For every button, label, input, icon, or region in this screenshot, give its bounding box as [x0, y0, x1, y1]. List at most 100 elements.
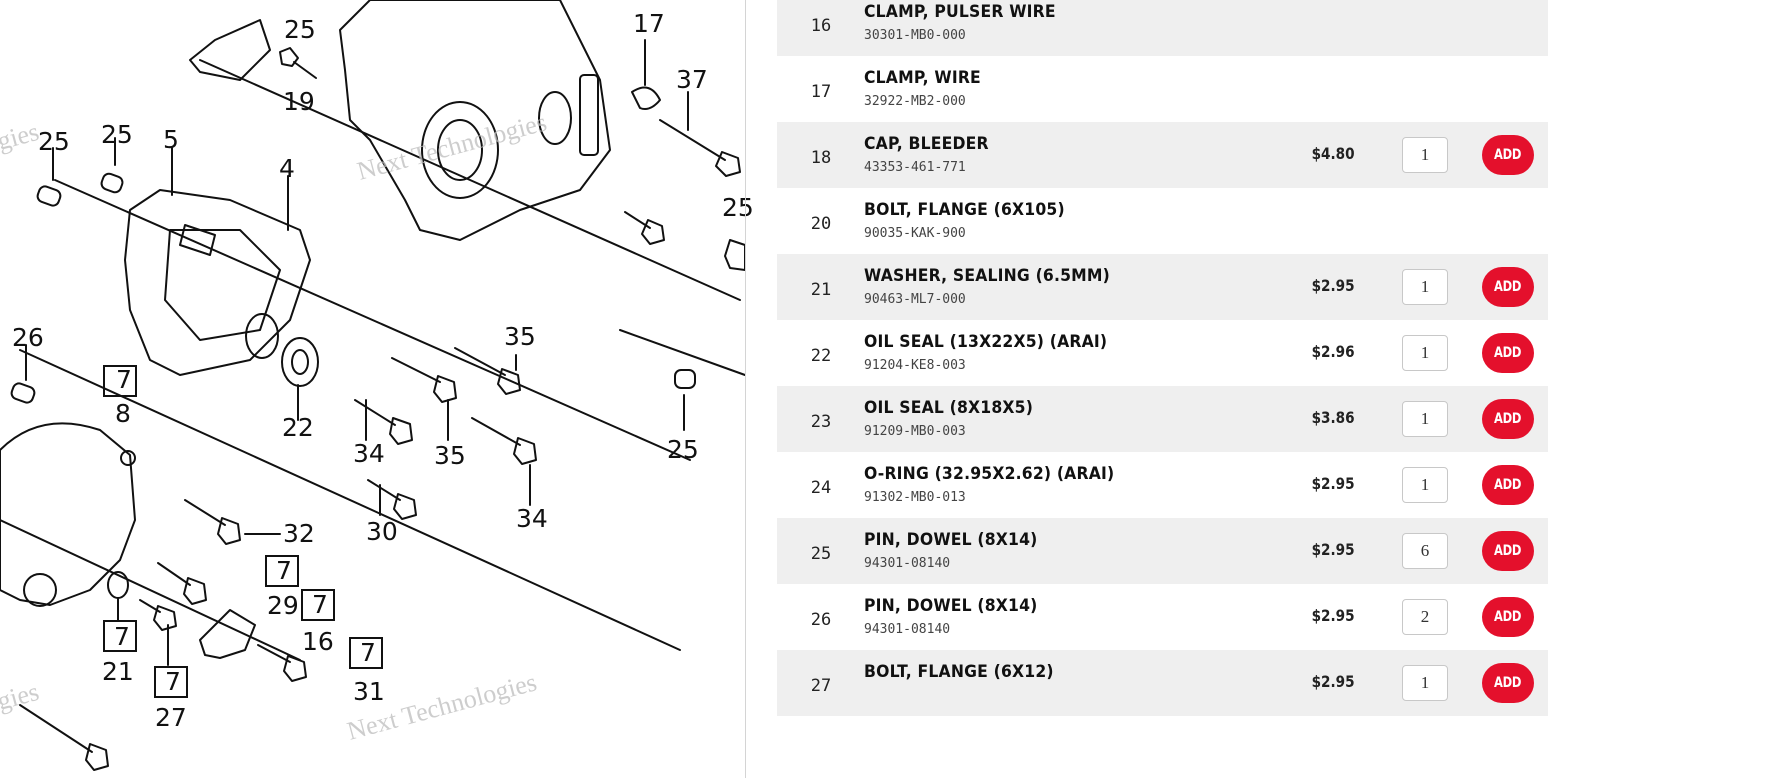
svg-text:19: 19	[283, 87, 315, 116]
ref-number: 17	[810, 82, 832, 102]
part-name[interactable]: CAP, BLEEDER	[864, 134, 989, 154]
add-to-cart-button[interactable]: ADD	[1482, 399, 1534, 439]
quantity-input[interactable]: 1	[1402, 269, 1448, 305]
part-number: 91204-KE8-003	[864, 358, 966, 373]
diagram-drawing: 25 19 17 37 25 25 5 4 25 26 7 8 22 35 35…	[0, 0, 754, 771]
part-name[interactable]: CLAMP, WIRE	[864, 68, 981, 88]
part-name[interactable]: OIL SEAL (8X18X5)	[864, 398, 1034, 418]
part-number: 30301-MB0-000	[864, 28, 966, 43]
part-number: 90463-ML7-000	[864, 292, 966, 307]
ref-number: 18	[810, 148, 832, 168]
add-button-label: ADD	[1494, 279, 1522, 295]
table-row: 21 WASHER, SEALING (6.5MM) 90463-ML7-000…	[777, 254, 1548, 320]
table-row: 22 OIL SEAL (13X22X5) (ARAI) 91204-KE8-0…	[777, 320, 1548, 386]
svg-text:25: 25	[101, 120, 133, 149]
quantity-input[interactable]: 1	[1402, 401, 1448, 437]
part-number: 94301-08140	[864, 622, 951, 637]
svg-text:25: 25	[667, 435, 699, 464]
table-row: 24 O-RING (32.95X2.62) (ARAI) 91302-MB0-…	[777, 452, 1548, 518]
svg-text:37: 37	[676, 65, 708, 94]
part-name[interactable]: O-RING (32.95X2.62) (ARAI)	[864, 464, 1115, 484]
svg-text:22: 22	[282, 413, 314, 442]
add-to-cart-button[interactable]: ADD	[1482, 465, 1534, 505]
part-name[interactable]: OIL SEAL (13X22X5) (ARAI)	[864, 332, 1108, 352]
ref-number: 20	[810, 214, 832, 234]
table-row: 16 CLAMP, PULSER WIRE 30301-MB0-000	[777, 0, 1548, 56]
ref-number: 23	[810, 412, 832, 432]
svg-text:Next Technologies: Next Technologies	[354, 107, 550, 185]
ref-number: 16	[810, 16, 832, 36]
add-to-cart-button[interactable]: ADD	[1482, 135, 1534, 175]
part-price: $2.95	[1311, 540, 1355, 559]
svg-text:31: 31	[353, 677, 385, 706]
part-name[interactable]: BOLT, FLANGE (6X12)	[864, 662, 1054, 682]
add-button-label: ADD	[1494, 411, 1522, 427]
ref-number: 21	[810, 280, 832, 300]
svg-text:32: 32	[283, 519, 315, 548]
panel-divider	[745, 0, 746, 778]
add-button-label: ADD	[1494, 609, 1522, 625]
add-to-cart-button[interactable]: ADD	[1482, 333, 1534, 373]
exploded-parts-diagram: 25 19 17 37 25 25 5 4 25 26 7 8 22 35 35…	[0, 0, 754, 778]
svg-text:7: 7	[114, 622, 130, 651]
svg-text:29: 29	[267, 591, 299, 620]
table-row: 27 BOLT, FLANGE (6X12) $2.95 1 ADD	[777, 650, 1548, 716]
svg-text:34: 34	[353, 439, 385, 468]
ref-number: 24	[810, 478, 832, 498]
part-number: 43353-461-771	[864, 160, 966, 175]
svg-text:7: 7	[276, 556, 292, 585]
svg-text:30: 30	[366, 517, 398, 546]
quantity-input[interactable]: 1	[1402, 137, 1448, 173]
part-name[interactable]: PIN, DOWEL (8X14)	[864, 596, 1038, 616]
svg-text:35: 35	[434, 441, 466, 470]
svg-text:25: 25	[284, 15, 316, 44]
add-to-cart-button[interactable]: ADD	[1482, 531, 1534, 571]
quantity-input[interactable]: 1	[1402, 335, 1448, 371]
part-number: 94301-08140	[864, 556, 951, 571]
svg-text:34: 34	[516, 504, 548, 533]
part-name[interactable]: WASHER, SEALING (6.5MM)	[864, 266, 1110, 286]
add-button-label: ADD	[1494, 675, 1522, 691]
part-price: $2.96	[1311, 342, 1355, 361]
svg-text:17: 17	[633, 9, 665, 38]
ref-number: 25	[810, 544, 832, 564]
add-to-cart-button[interactable]: ADD	[1482, 597, 1534, 637]
ref-number: 26	[810, 610, 832, 630]
part-name[interactable]: BOLT, FLANGE (6X105)	[864, 200, 1065, 220]
svg-text:26: 26	[12, 323, 44, 352]
table-row: 26 PIN, DOWEL (8X14) 94301-08140 $2.95 2…	[777, 584, 1548, 650]
part-name[interactable]: CLAMP, PULSER WIRE	[864, 2, 1056, 22]
ref-number: 27	[810, 676, 832, 696]
svg-text:gies: gies	[0, 677, 42, 716]
svg-text:4: 4	[279, 154, 295, 183]
part-number: 91302-MB0-013	[864, 490, 966, 505]
svg-text:7: 7	[312, 590, 328, 619]
quantity-input[interactable]: 1	[1402, 467, 1448, 503]
add-button-label: ADD	[1494, 147, 1522, 163]
svg-text:25: 25	[722, 193, 754, 222]
table-row: 23 OIL SEAL (8X18X5) 91209-MB0-003 $3.86…	[777, 386, 1548, 452]
table-row: 20 BOLT, FLANGE (6X105) 90035-KAK-900	[777, 188, 1548, 254]
add-button-label: ADD	[1494, 345, 1522, 361]
quantity-input[interactable]: 6	[1402, 533, 1448, 569]
part-price: $2.95	[1311, 672, 1355, 691]
svg-text:35: 35	[504, 322, 536, 351]
svg-text:7: 7	[165, 667, 181, 696]
svg-text:21: 21	[102, 657, 134, 686]
add-button-label: ADD	[1494, 477, 1522, 493]
table-row: 17 CLAMP, WIRE 32922-MB2-000	[777, 56, 1548, 122]
svg-text:16: 16	[302, 627, 334, 656]
add-button-label: ADD	[1494, 543, 1522, 559]
svg-text:25: 25	[38, 127, 70, 156]
part-name[interactable]: PIN, DOWEL (8X14)	[864, 530, 1038, 550]
part-price: $4.80	[1311, 144, 1355, 163]
part-price: $2.95	[1311, 474, 1355, 493]
ref-number: 22	[810, 346, 832, 366]
add-to-cart-button[interactable]: ADD	[1482, 267, 1534, 307]
svg-text:8: 8	[115, 399, 131, 428]
part-number: 90035-KAK-900	[864, 226, 966, 241]
quantity-input[interactable]: 2	[1402, 599, 1448, 635]
add-to-cart-button[interactable]: ADD	[1482, 663, 1534, 703]
part-price: $2.95	[1311, 606, 1355, 625]
quantity-input[interactable]: 1	[1402, 665, 1448, 701]
